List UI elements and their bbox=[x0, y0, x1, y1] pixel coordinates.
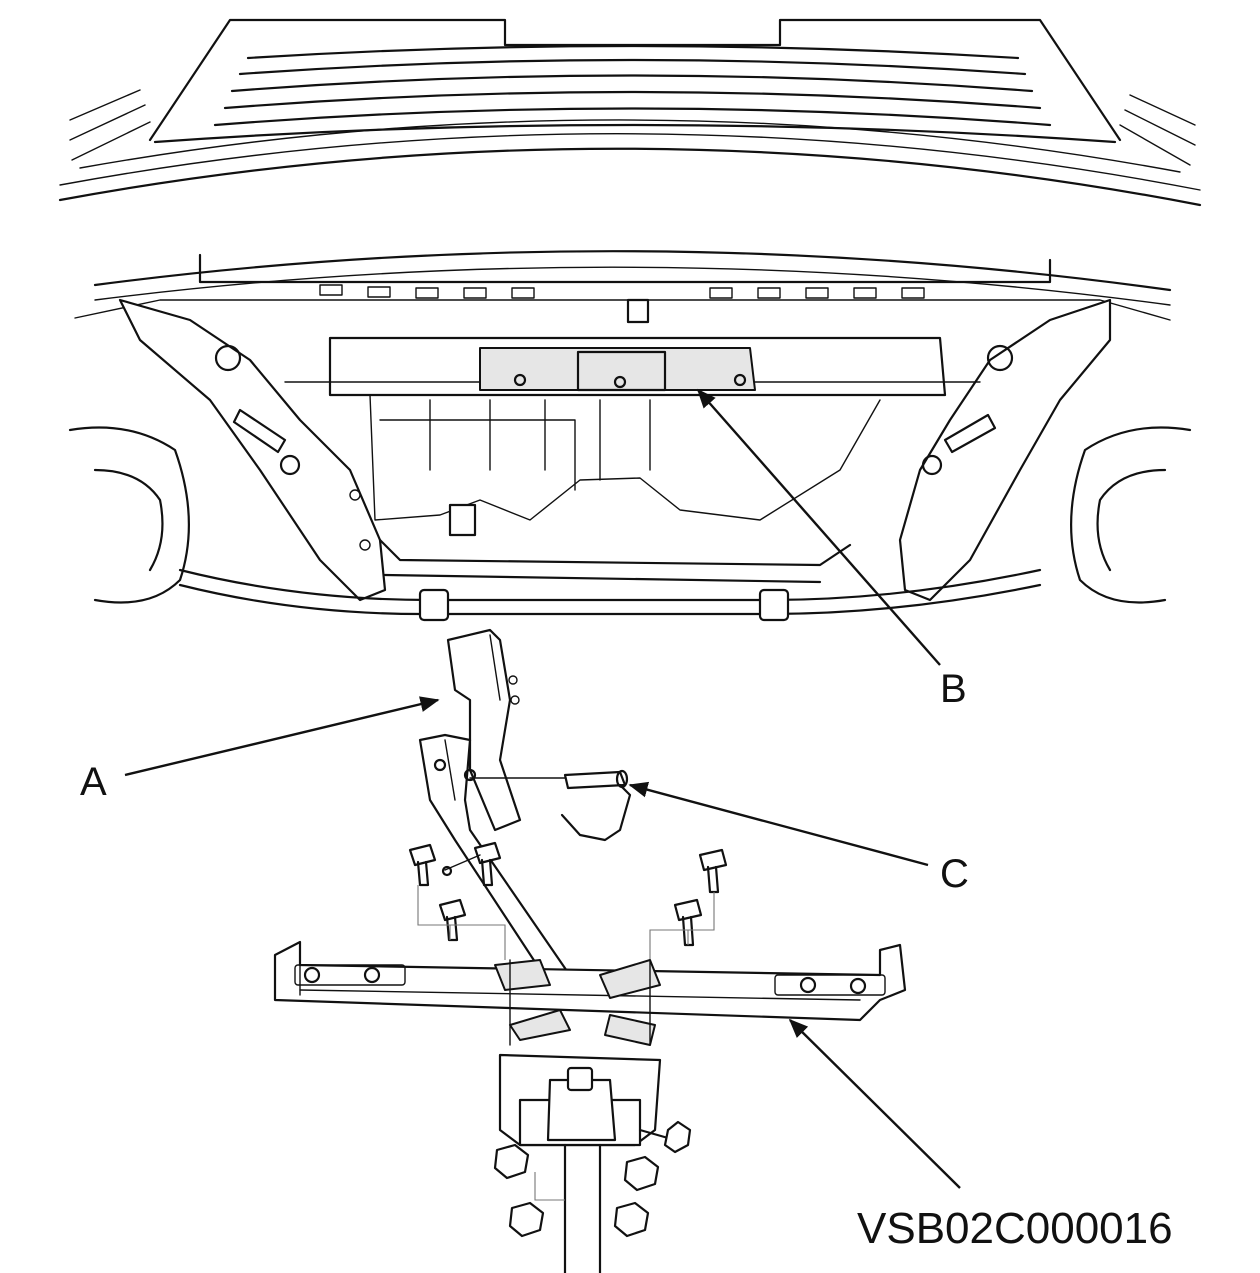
leader-figure bbox=[788, 1018, 961, 1189]
leader-c bbox=[628, 781, 929, 867]
leader-lines bbox=[124, 388, 961, 1189]
part-a-arm bbox=[418, 628, 582, 1002]
jack-adapter bbox=[493, 1053, 692, 1273]
figure-code: VSB02C000016 bbox=[857, 1204, 1173, 1253]
callout-c-label: C bbox=[940, 852, 969, 896]
front-bumper bbox=[58, 18, 1202, 207]
support-crossbar bbox=[273, 940, 907, 1046]
leader-a bbox=[124, 696, 440, 777]
part-c-pin bbox=[469, 769, 632, 842]
callout-a-label: A bbox=[80, 760, 107, 804]
lower-bumper bbox=[74, 250, 1172, 321]
front-subframe bbox=[118, 298, 1112, 622]
front-tires bbox=[68, 426, 1192, 604]
bolts bbox=[408, 841, 728, 960]
callout-b-label: B bbox=[940, 667, 967, 711]
leader-b bbox=[696, 388, 941, 666]
